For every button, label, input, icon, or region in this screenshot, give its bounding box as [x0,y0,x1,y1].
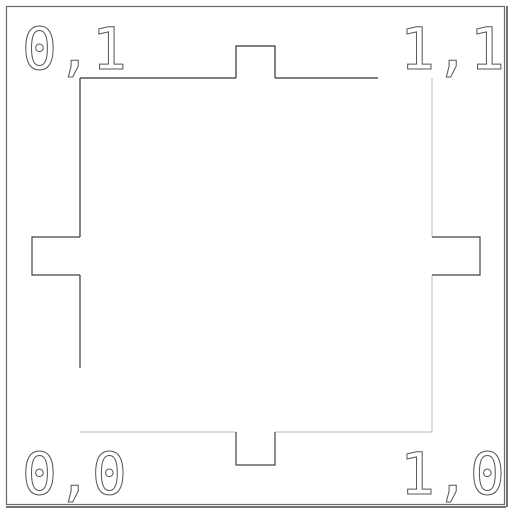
top-notch [235,45,276,78]
bottom-notch [235,432,276,466]
corner-label-bottom-left: 0,0 [22,440,127,508]
right-notch [432,236,481,276]
outer-frame [5,5,506,506]
corner-label-top-right: 1,1 [400,15,505,83]
corner-label-top-left: 0,1 [22,15,127,83]
left-notch [31,236,80,276]
corner-label-bottom-right: 1,0 [400,440,505,508]
